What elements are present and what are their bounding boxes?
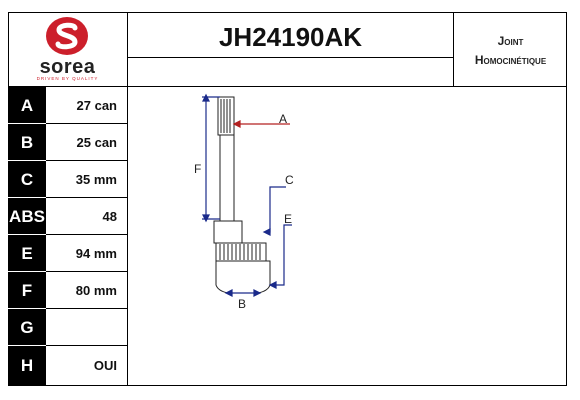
spec-value: 48 — [46, 198, 128, 235]
spec-row-a: A 27 can — [8, 87, 128, 124]
spec-value: OUI — [46, 346, 128, 386]
spec-row-h: H OUI — [8, 346, 128, 386]
cv-joint-drawing — [213, 96, 271, 294]
spec-value: 94 mm — [46, 235, 128, 272]
spec-row-f: F 80 mm — [8, 272, 128, 309]
spec-value: 25 can — [46, 124, 128, 161]
sorea-logo-icon — [46, 17, 88, 55]
spec-row-b: B 25 can — [8, 124, 128, 161]
label-c: C — [285, 173, 294, 187]
brand-name: sorea — [39, 56, 96, 78]
label-f: F — [194, 162, 201, 176]
label-e: E — [284, 212, 292, 226]
spec-key: F — [8, 272, 46, 309]
reference-box: JH24190AK — [128, 12, 453, 58]
dimension-f — [202, 93, 220, 223]
spec-row-c: C 35 mm — [8, 161, 128, 198]
label-b: B — [238, 297, 246, 311]
dimension-e — [268, 224, 292, 289]
product-type-line1: Joint — [497, 34, 524, 48]
spec-row-g: G — [8, 309, 128, 346]
spec-value: 27 can — [46, 87, 128, 124]
dimension-c — [262, 186, 286, 236]
reference-sub-box — [128, 58, 453, 87]
spec-key: H — [8, 346, 46, 386]
spec-key: A — [8, 87, 46, 124]
brand-logo-box: sorea DRIVEN BY QUALITY — [8, 12, 128, 87]
part-reference: JH24190AK — [218, 22, 363, 52]
spec-key: ABS — [8, 198, 46, 235]
spec-value — [46, 309, 128, 346]
spec-key: G — [8, 309, 46, 346]
product-type-box: Joint Homocinétique — [453, 12, 567, 87]
spec-value: 35 mm — [46, 161, 128, 198]
spec-row-abs: ABS 48 — [8, 198, 128, 235]
spec-row-e: E 94 mm — [8, 235, 128, 272]
label-a: A — [279, 112, 287, 126]
spec-key: E — [8, 235, 46, 272]
dimension-b — [224, 289, 262, 297]
spec-value: 80 mm — [46, 272, 128, 309]
brand-tagline: DRIVEN BY QUALITY — [36, 76, 99, 81]
product-type-line2: Homocinétique — [474, 53, 547, 67]
spec-key: B — [8, 124, 46, 161]
dimension-a — [232, 120, 290, 128]
cv-joint-diagram: F A C E B — [194, 93, 294, 311]
spec-key: C — [8, 161, 46, 198]
